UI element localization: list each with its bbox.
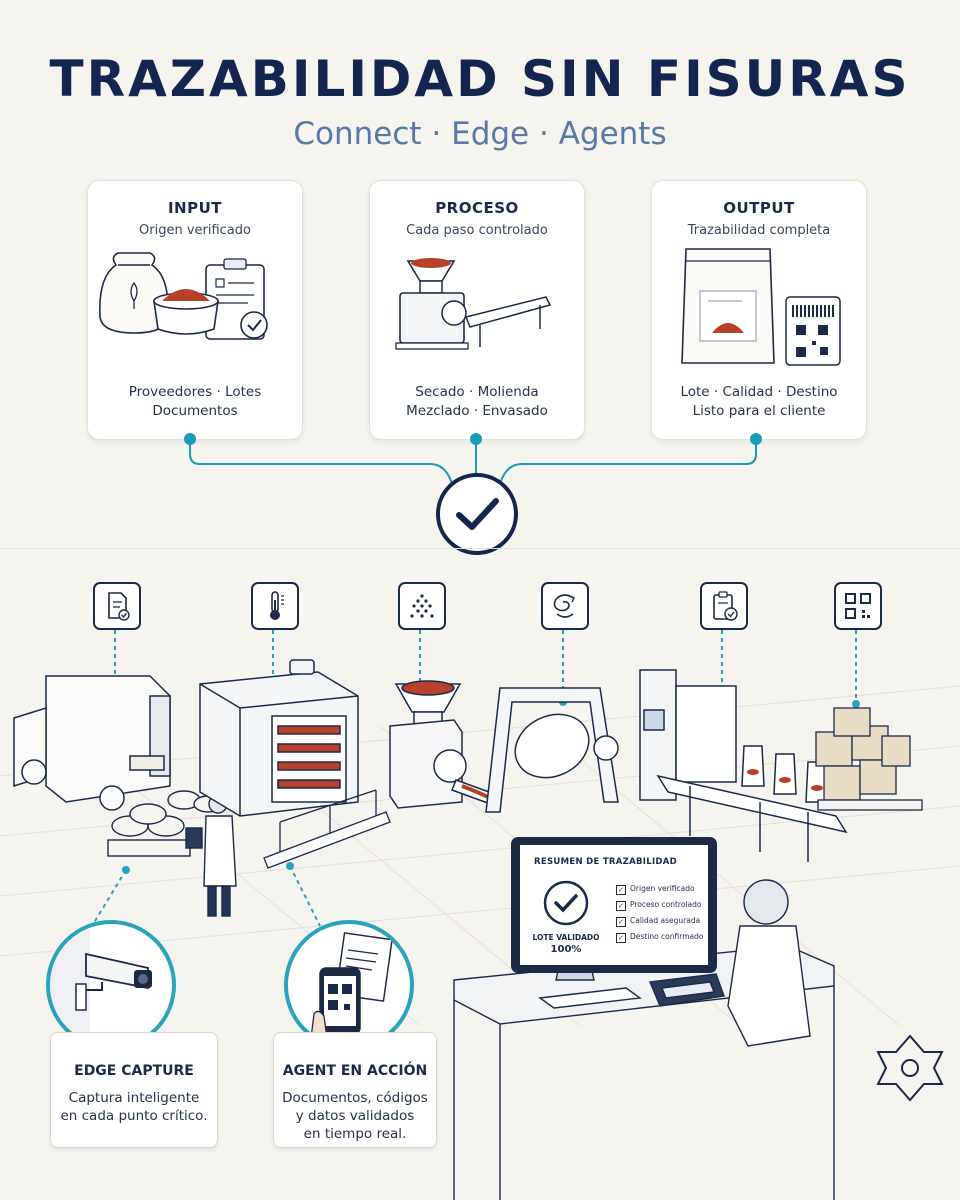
- page-title: TRAZABILIDAD SIN FISURAS: [49, 50, 911, 108]
- output-card: OUTPUT Trazabilidad completa Lote · Cali…: [651, 180, 867, 440]
- package-qr-icon: [681, 248, 841, 366]
- input-card-line1: Proveedores · Lotes: [128, 384, 262, 400]
- page-subtitle: Connect · Edge · Agents: [293, 116, 667, 152]
- output-connector-dot: [750, 433, 762, 445]
- checklist-item: ✓Origen verificado: [616, 883, 703, 899]
- edge-capture-title: EDGE CAPTURE: [74, 1063, 194, 1079]
- input-card-line2: Documentos: [152, 403, 238, 419]
- proceso-card-subtitle: Cada paso controlado: [406, 223, 548, 238]
- proceso-card: PROCESO Cada paso controlado Secado · Mo…: [369, 180, 585, 440]
- summary-checklist: ✓Origen verificado ✓Proceso controlado ✓…: [616, 883, 703, 947]
- checklist-item: ✓Calidad asegurada: [616, 915, 703, 931]
- powder-dots-icon: [398, 582, 446, 630]
- section-divider: [0, 548, 960, 549]
- agent-circle: [284, 920, 414, 1050]
- output-card-line1: Lote · Calidad · Destino: [680, 384, 838, 400]
- thermometer-icon: [251, 582, 299, 630]
- lote-validado-label: LOTE VALIDADO: [532, 933, 600, 942]
- phone-scan-document-icon: [309, 932, 393, 1046]
- traceability-summary-panel: RESUMEN DE TRAZABILIDAD LOTE VALIDADO 10…: [520, 845, 708, 965]
- security-camera-icon: [50, 924, 152, 1046]
- input-card-description: Proveedores · Lotes Documentos: [88, 383, 302, 421]
- proceso-connector-dot: [470, 433, 482, 445]
- document-check-icon: [93, 582, 141, 630]
- grinder-conveyor-icon: [395, 258, 552, 350]
- proceso-card-title: PROCESO: [435, 199, 519, 217]
- lote-validado-percent: 100%: [550, 944, 582, 955]
- clipboard-check-icon: [700, 582, 748, 630]
- input-card-subtitle: Origen verificado: [139, 223, 251, 238]
- summary-title: RESUMEN DE TRAZABILIDAD: [534, 857, 678, 867]
- checklist-item: ✓Destino confirmado: [616, 931, 703, 947]
- proceso-card-line2: Mezclado · Envasado: [406, 403, 548, 419]
- check-circle-icon: [436, 473, 518, 555]
- output-card-subtitle: Trazabilidad completa: [687, 223, 831, 238]
- validated-check-icon: [543, 880, 589, 926]
- agent-title: AGENT EN ACCIÓN: [282, 1063, 428, 1079]
- proceso-card-line1: Secado · Molienda: [415, 384, 539, 400]
- output-card-line2: Listo para el cliente: [692, 403, 826, 419]
- brand-logo-icon: [876, 1034, 944, 1102]
- input-connector-dot: [184, 433, 196, 445]
- card-connector-lines: [189, 440, 757, 485]
- input-card-title: INPUT: [167, 199, 223, 217]
- output-card-description: Lote · Calidad · Destino Listo para el c…: [652, 383, 866, 421]
- sack-bowl-clipboard-icon: [99, 252, 268, 340]
- mixing-swirl-icon: [541, 582, 589, 630]
- proceso-card-description: Secado · Molienda Mezclado · Envasado: [370, 383, 584, 421]
- checklist-item: ✓Proceso controlado: [616, 899, 703, 915]
- output-card-title: OUTPUT: [723, 199, 795, 217]
- edge-capture-circle: [46, 920, 176, 1050]
- qr-code-icon: [834, 582, 882, 630]
- input-card: INPUT Origen verificado Proveedores · Lo…: [87, 180, 303, 440]
